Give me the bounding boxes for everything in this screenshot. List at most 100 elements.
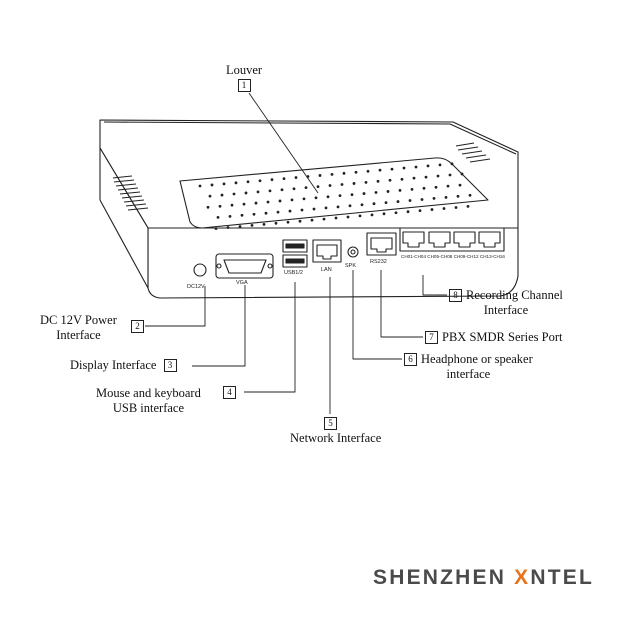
callout-power: DC 12V Power Interface: [40, 313, 117, 343]
brand-part-3: NTEL: [530, 566, 595, 589]
louver-dot: [412, 176, 416, 180]
louver-dot: [414, 165, 418, 169]
recording-label-line2: Interface: [483, 303, 529, 317]
louver-dot: [374, 191, 378, 194]
brand-logo: SHENZHEN XNTEL: [373, 566, 594, 590]
louver-dot: [310, 218, 314, 222]
port-label-spk: SPK: [345, 263, 357, 269]
leader-lines: [145, 92, 447, 414]
louver-dot: [362, 192, 366, 195]
callout-number-5: 5: [324, 417, 337, 430]
louver-dot: [342, 171, 346, 175]
louver-dot: [390, 167, 394, 171]
louver-dot: [250, 224, 254, 227]
network-label: Network Interface: [290, 431, 382, 445]
louver-dot: [454, 206, 458, 209]
louver-dot: [304, 186, 308, 190]
headphone-label-line2: interface: [446, 367, 491, 381]
louver-dot: [254, 201, 258, 205]
callout-display: Display Interface 3: [70, 358, 177, 373]
louver-dot: [434, 185, 438, 189]
louver-dot: [456, 194, 460, 198]
louver-dot: [274, 221, 278, 225]
louver-dot: [418, 209, 422, 213]
brand-part-2: X: [514, 566, 531, 589]
louver-dot: [228, 214, 232, 218]
louver-dot: [252, 212, 256, 216]
louver-dot: [468, 193, 472, 197]
recording-label-line1: Recording Channel: [466, 288, 563, 302]
louver-dot: [306, 175, 310, 178]
louver-dot: [220, 193, 224, 197]
louver-dot: [338, 194, 342, 198]
louver-dot: [382, 212, 386, 216]
callout-number-4: 4: [223, 386, 236, 399]
louver-dot: [460, 172, 464, 176]
louver-dot: [446, 184, 450, 188]
louver-dot: [378, 168, 382, 172]
louver-dot: [384, 201, 388, 205]
louver-dot: [286, 220, 290, 224]
louver-dot: [436, 174, 440, 178]
louver-dot: [268, 189, 272, 193]
louver-dot: [242, 202, 246, 206]
louver-dot: [408, 199, 412, 202]
louver-dot: [198, 184, 202, 188]
louver-dot: [410, 187, 414, 191]
headphone-jack-inner: [350, 249, 356, 255]
louver-dot: [216, 216, 220, 219]
louver-dot: [448, 173, 452, 177]
brand-part-1: SHENZHEN: [373, 566, 515, 589]
louver-dot: [346, 215, 350, 219]
louver-dot: [406, 210, 410, 214]
callout-network: Network Interface: [290, 431, 381, 446]
louver-dot: [458, 183, 462, 187]
usb-ports: [282, 239, 308, 268]
louver-dot: [230, 203, 234, 207]
louver-dot: [376, 179, 380, 183]
headphone-jack: [347, 246, 359, 258]
callout-louver: Louver 1: [226, 63, 262, 93]
louver-dot: [280, 188, 284, 192]
louver-dot: [438, 163, 442, 167]
louver-dot: [402, 166, 406, 170]
louver-dot: [298, 219, 302, 223]
rs232-port: [366, 232, 397, 256]
louver-dot: [288, 209, 292, 213]
callout-usb: Mouse and keyboard USB interface: [96, 386, 201, 416]
louver-dot-grid: [198, 162, 472, 230]
louver-dot: [278, 199, 282, 203]
louver-dot: [348, 204, 352, 208]
louver-dot: [340, 183, 344, 186]
louver-dot: [300, 208, 304, 212]
louver-dot: [222, 182, 226, 186]
usb-label-line1: Mouse and keyboard: [96, 386, 201, 400]
louver-dot: [352, 182, 356, 185]
louver-dot: [388, 178, 392, 182]
port-label-dc: DC12V: [187, 284, 205, 290]
dc-power-jack: [193, 263, 207, 277]
left-side-vents: [112, 175, 149, 211]
louver-dot: [208, 194, 212, 198]
louver-panel: [179, 157, 489, 229]
louver-dot: [290, 198, 294, 202]
louver-dot: [294, 176, 298, 179]
louver-dot: [394, 211, 398, 215]
pbx-label: PBX SMDR Series Port: [442, 330, 563, 344]
louver-dot: [234, 181, 238, 185]
louver-dot: [276, 210, 280, 214]
louver-dot: [420, 198, 424, 201]
port-label-rs232: RS232: [370, 259, 387, 265]
lan-port: [312, 239, 342, 263]
louver-dot: [426, 164, 430, 168]
right-side-vents: [455, 142, 491, 163]
callout-number-2: 2: [131, 320, 144, 333]
louver-dot: [282, 177, 286, 181]
device-top-bezel: [103, 121, 517, 155]
louver-label: Louver: [226, 63, 263, 77]
power-label-line2: Interface: [56, 328, 101, 342]
louver-dot: [312, 207, 316, 211]
louver-dot: [232, 192, 236, 196]
